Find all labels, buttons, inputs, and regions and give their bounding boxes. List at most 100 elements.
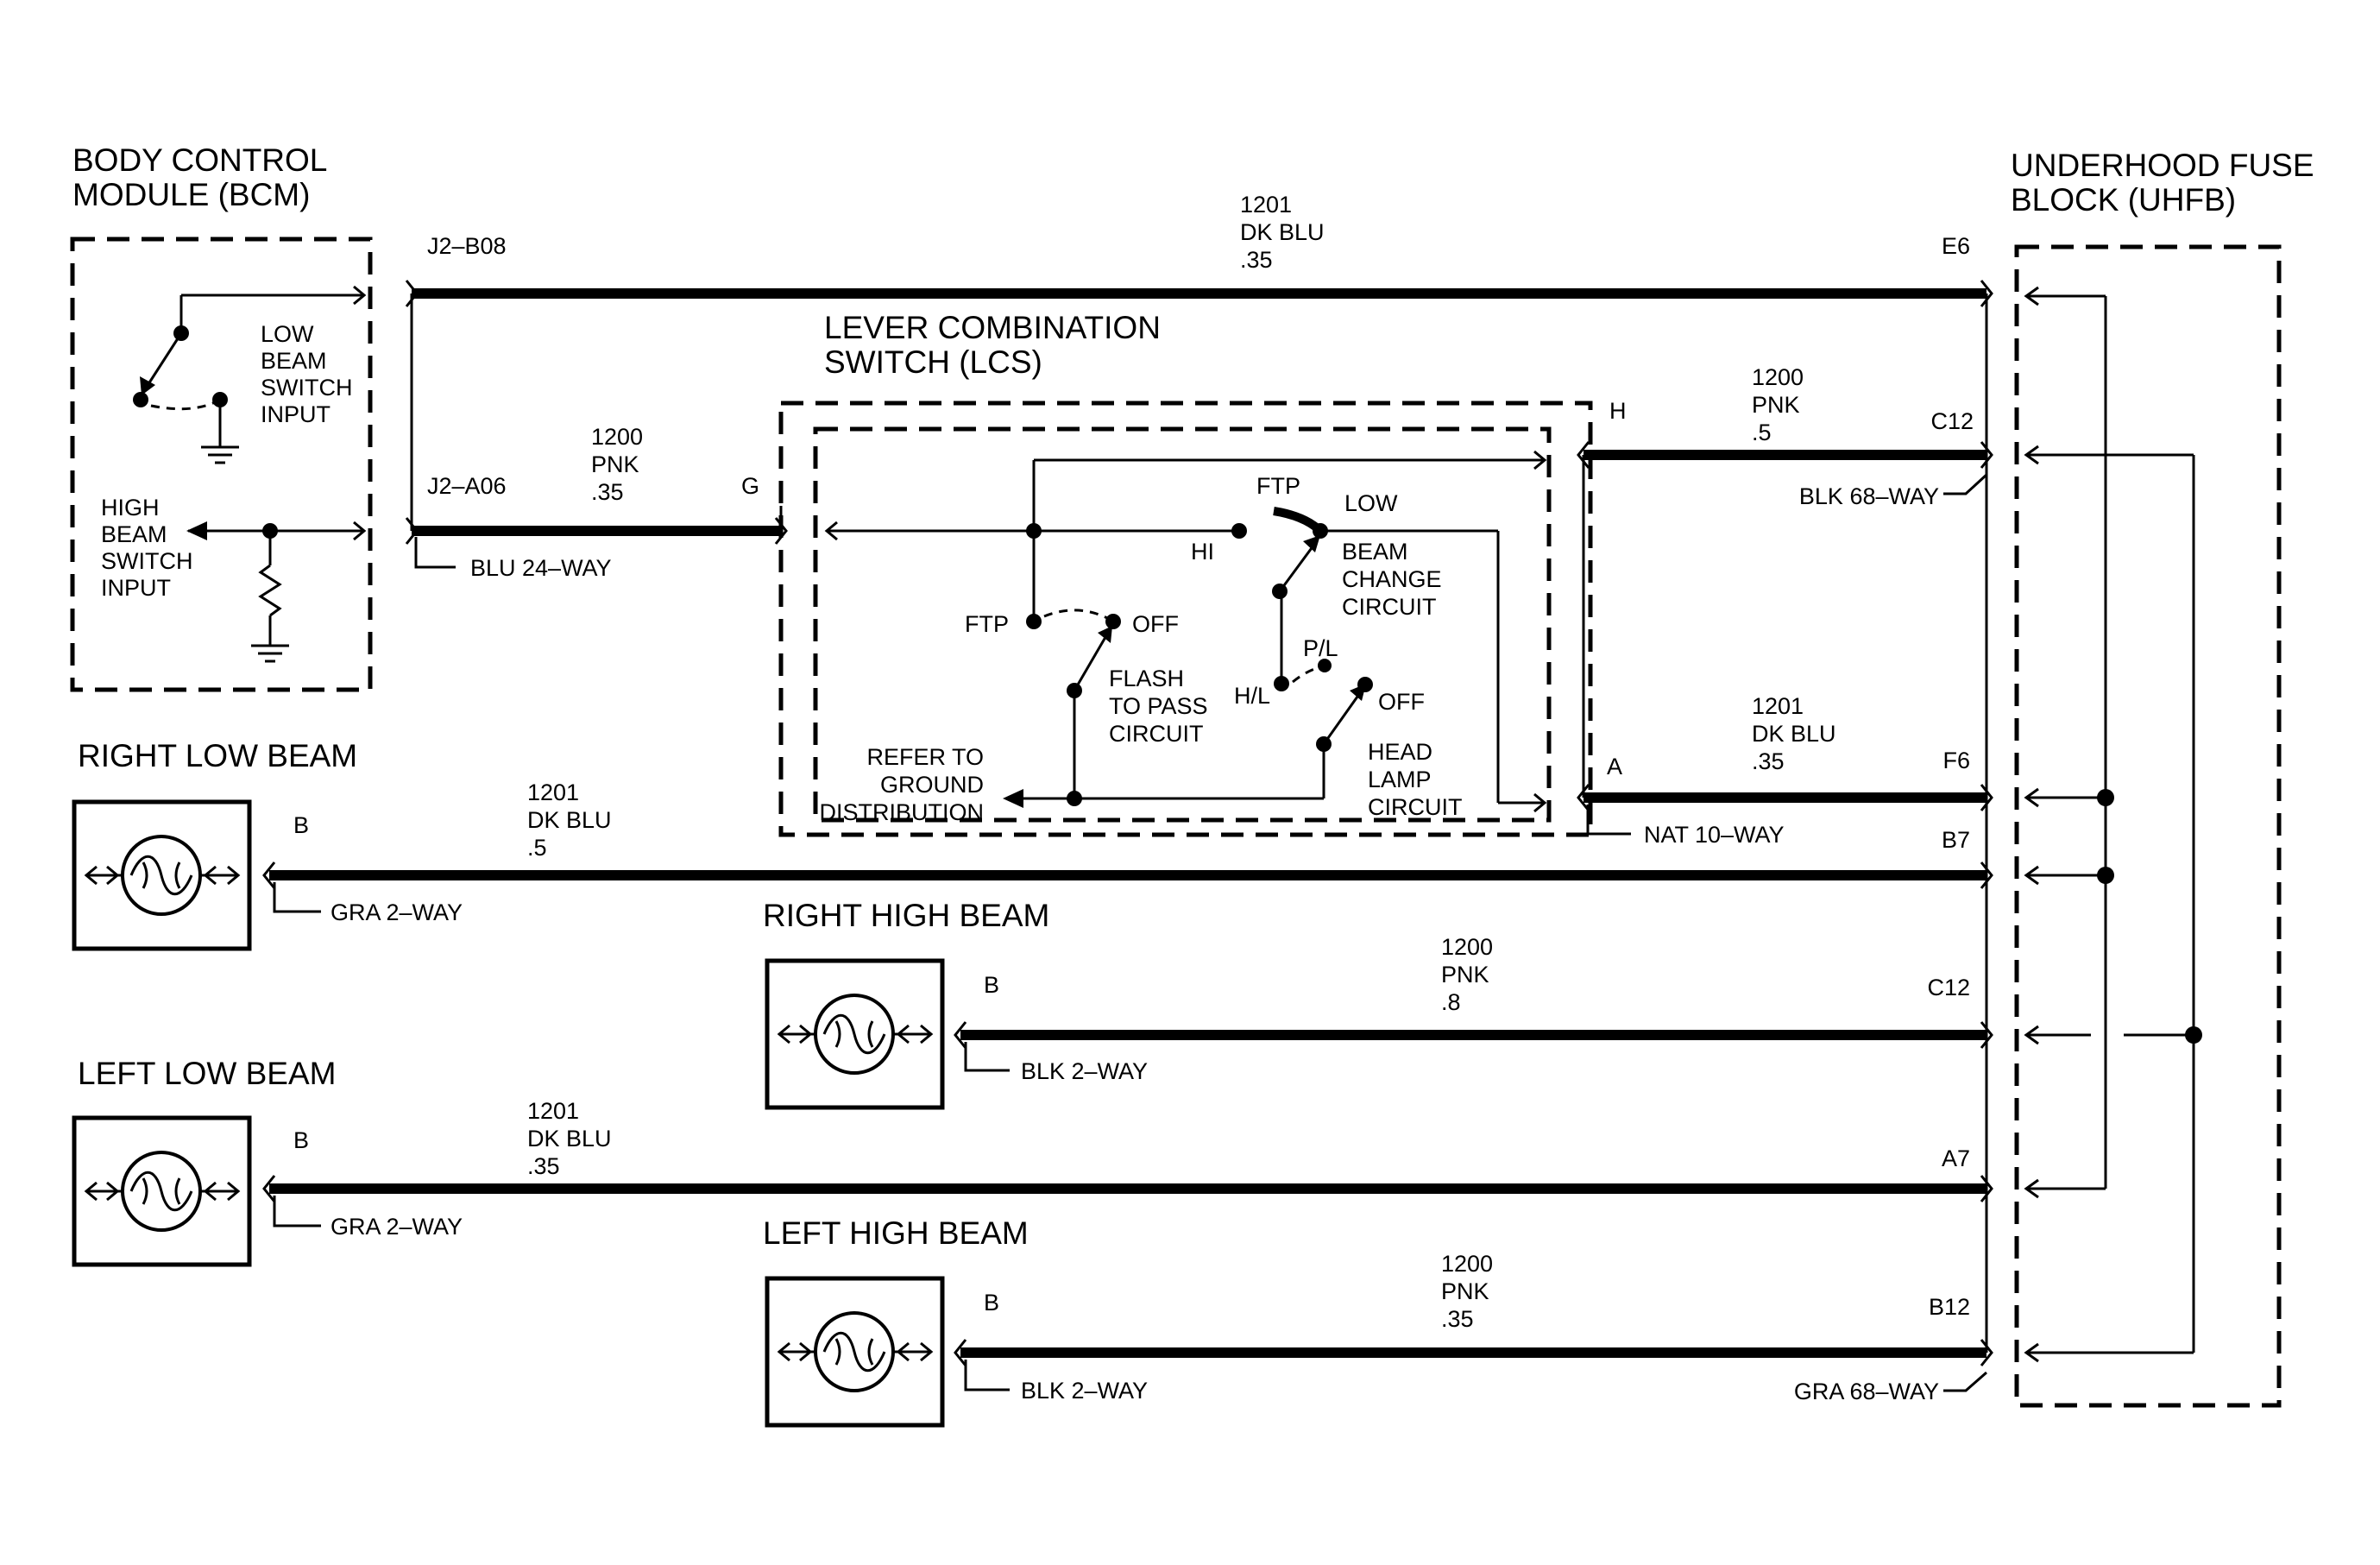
right-high-beam-title: RIGHT HIGH BEAM bbox=[763, 898, 1049, 933]
left-high-beam-title: LEFT HIGH BEAM bbox=[763, 1215, 1029, 1251]
wire-left-low-circuit: 1201 bbox=[527, 1098, 579, 1124]
pin-f6: F6 bbox=[1942, 748, 1970, 773]
lcs-hl-label: H/L bbox=[1234, 683, 1270, 709]
pin-b12: B12 bbox=[1929, 1294, 1970, 1320]
wire-right-high-color: PNK bbox=[1441, 962, 1489, 988]
bcm-low-beam-label-3: SWITCH bbox=[261, 375, 352, 401]
lcs-title-line1: LEVER COMBINATION bbox=[824, 310, 1161, 345]
bcm-high-beam-label-3: SWITCH bbox=[101, 548, 192, 574]
connector-gra-2-way-left-low: GRA 2–WAY bbox=[331, 1214, 463, 1240]
pin-j2-b08: J2–B08 bbox=[427, 233, 507, 259]
lcs-refer-ground-label-2: GROUND bbox=[880, 772, 984, 798]
lcs-outer-box bbox=[778, 401, 1593, 837]
wire-right-high-circuit: 1200 bbox=[1441, 934, 1493, 960]
lcs-ftp-left-label: FTP bbox=[965, 611, 1009, 637]
lcs-internal-circuit bbox=[824, 450, 1547, 813]
pin-b-left-low: B bbox=[293, 1127, 309, 1153]
left-high-beam-lamp-icon bbox=[767, 1278, 942, 1425]
wire-left-high-gauge: .35 bbox=[1441, 1306, 1474, 1332]
right-high-beam-lamp-icon bbox=[767, 961, 942, 1107]
pin-g: G bbox=[741, 473, 759, 499]
wire-right-low-color: DK BLU bbox=[527, 807, 612, 833]
wire-lcs-h-color: PNK bbox=[1752, 392, 1800, 418]
wire-lcs-a-gauge: .35 bbox=[1752, 748, 1785, 774]
pin-b-right-low: B bbox=[293, 812, 309, 838]
right-low-beam-lamp-icon bbox=[74, 802, 249, 949]
bcm-high-beam-label-2: BEAM bbox=[101, 521, 167, 547]
lcs-beam-change-label-3: CIRCUIT bbox=[1342, 594, 1437, 620]
connector-gra-68-way: GRA 68–WAY bbox=[1794, 1379, 1939, 1404]
uhfb-title-line1: UNDERHOOD FUSE bbox=[2011, 148, 2314, 183]
connector-blk-2-way-right-high: BLK 2–WAY bbox=[1021, 1058, 1148, 1084]
lcs-low-label: LOW bbox=[1344, 490, 1398, 516]
wire-top-color: DK BLU bbox=[1240, 219, 1325, 245]
lcs-refer-ground-label-1: REFER TO bbox=[866, 744, 984, 770]
bcm-high-beam-pullup-resistor bbox=[186, 521, 367, 663]
lcs-title-line2: SWITCH (LCS) bbox=[824, 344, 1042, 380]
lcs-refer-ground-label-3: DISTRIBUTION bbox=[819, 799, 984, 825]
lcs-flash-to-pass-label-2: TO PASS bbox=[1109, 693, 1208, 719]
lcs-hi-label: HI bbox=[1191, 539, 1214, 565]
uhfb-module-box bbox=[2014, 244, 2282, 1408]
wire-bcm-lcs-circuit: 1200 bbox=[591, 424, 643, 450]
wire-lcs-a-color: DK BLU bbox=[1752, 721, 1836, 747]
connector-nat-10-way: NAT 10–WAY bbox=[1644, 822, 1785, 848]
wire-right-high-gauge: .8 bbox=[1441, 989, 1461, 1015]
pin-a7: A7 bbox=[1942, 1145, 1970, 1171]
wire-left-low-gauge: .35 bbox=[527, 1153, 560, 1179]
pin-c12-lcs: C12 bbox=[1930, 408, 1974, 434]
wire-right-low-circuit: 1201 bbox=[527, 779, 579, 805]
bcm-low-beam-label-1: LOW bbox=[261, 321, 314, 347]
bcm-low-beam-label-4: INPUT bbox=[261, 401, 331, 427]
left-low-beam-lamp-icon bbox=[74, 1118, 249, 1265]
lcs-pl-label: P/L bbox=[1303, 635, 1338, 661]
wire-left-high-color: PNK bbox=[1441, 1278, 1489, 1304]
wire-lcs-a-circuit: 1201 bbox=[1752, 693, 1804, 719]
lcs-flash-to-pass-label-1: FLASH bbox=[1109, 666, 1184, 691]
pin-a: A bbox=[1607, 754, 1622, 779]
bcm-high-beam-label-4: INPUT bbox=[101, 575, 171, 601]
bcm-title-line1: BODY CONTROL bbox=[72, 142, 327, 178]
bcm-title-line2: MODULE (BCM) bbox=[72, 177, 310, 212]
lcs-flash-to-pass-label-3: CIRCUIT bbox=[1109, 721, 1204, 747]
connector-leader-lines bbox=[273, 473, 1988, 1392]
wire-right-low-gauge: .5 bbox=[527, 835, 547, 861]
pin-c12-right-high: C12 bbox=[1927, 975, 1970, 1000]
pin-b-right-high: B bbox=[984, 972, 999, 998]
wire-top-gauge: .35 bbox=[1240, 247, 1273, 273]
bcm-high-beam-label-1: HIGH bbox=[101, 495, 160, 521]
wire-end-ticks bbox=[262, 280, 1993, 1366]
lcs-off-flash-label: OFF bbox=[1132, 611, 1179, 637]
lcs-off-headlamp-label: OFF bbox=[1378, 689, 1425, 715]
pin-e6: E6 bbox=[1942, 233, 1970, 259]
bcm-low-beam-switch bbox=[133, 285, 367, 464]
lcs-head-lamp-label-3: CIRCUIT bbox=[1368, 794, 1463, 820]
connector-blk-68-way: BLK 68–WAY bbox=[1799, 483, 1939, 509]
connector-gra-2-way-right-low: GRA 2–WAY bbox=[331, 899, 463, 925]
left-low-beam-title: LEFT LOW BEAM bbox=[78, 1056, 337, 1091]
connector-blu-24-way: BLU 24–WAY bbox=[470, 555, 612, 581]
pin-j2-a06: J2–A06 bbox=[427, 473, 507, 499]
pin-h: H bbox=[1609, 398, 1627, 424]
lcs-head-lamp-label-2: LAMP bbox=[1368, 767, 1432, 792]
lcs-inner-box bbox=[813, 426, 1552, 823]
wire-lcs-h-gauge: .5 bbox=[1752, 420, 1772, 445]
bcm-low-beam-label-2: BEAM bbox=[261, 348, 327, 374]
lcs-beam-change-label-2: CHANGE bbox=[1342, 566, 1442, 592]
lcs-head-lamp-label-1: HEAD bbox=[1368, 739, 1432, 765]
lcs-ftp-top-label: FTP bbox=[1256, 473, 1300, 499]
wire-left-high-circuit: 1200 bbox=[1441, 1251, 1493, 1277]
connector-blk-2-way-left-high: BLK 2–WAY bbox=[1021, 1378, 1148, 1404]
wire-left-low-color: DK BLU bbox=[527, 1126, 612, 1152]
pin-b-left-high: B bbox=[984, 1290, 999, 1316]
wire-top-circuit: 1201 bbox=[1240, 192, 1292, 218]
wire-bcm-lcs-color: PNK bbox=[591, 451, 639, 477]
lcs-beam-change-label-1: BEAM bbox=[1342, 539, 1408, 565]
uhfb-internal-bus bbox=[2024, 286, 2202, 1363]
uhfb-title-line2: BLOCK (UHFB) bbox=[2011, 182, 2236, 218]
pin-b7: B7 bbox=[1942, 827, 1970, 853]
wire-lcs-h-circuit: 1200 bbox=[1752, 364, 1804, 390]
bcm-module-box bbox=[70, 237, 373, 692]
right-low-beam-title: RIGHT LOW BEAM bbox=[78, 738, 357, 773]
